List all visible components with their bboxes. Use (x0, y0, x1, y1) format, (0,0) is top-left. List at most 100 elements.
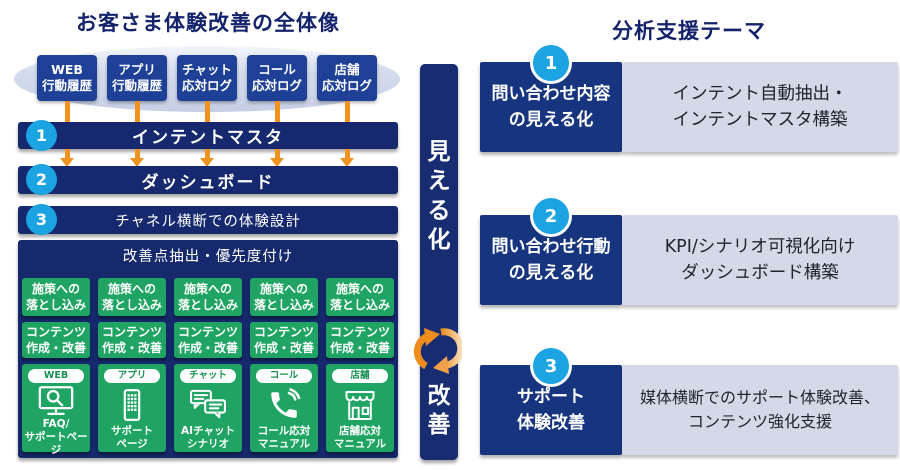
channel-caption: 店舗応対 マニュアル (334, 425, 386, 451)
down-arrow-icon (275, 101, 280, 122)
theme-description-1: インテント自動抽出・ インテントマスタ構築 (622, 62, 898, 152)
vertical-label-kaizen: 改善 (427, 383, 451, 439)
green-cell-label: 作成・改善 (25, 341, 86, 355)
channel-card-web: WEB FAQ/ サポートページ (22, 364, 90, 456)
down-arrow-icon (135, 101, 140, 122)
flow-bar-dashboard: ダッシュボード (18, 166, 398, 194)
theme-description-2: KPI/シナリオ可視化向け ダッシュボード構築 (622, 215, 898, 305)
green-cell-label: 落とし込み (25, 298, 86, 312)
green-cell-label: 施策への (107, 281, 156, 296)
source-box-web: WEB 行動履歴 (37, 55, 97, 101)
green-cell: コンテンツ 作成・改善 (326, 322, 394, 358)
source-box-label: コール (258, 61, 296, 77)
flow-bar-label: ダッシュボード (141, 172, 275, 193)
theme-heading-2: 問い合わせ行動 の見える化 (480, 215, 622, 305)
theme-heading-line: 体験改善 (517, 413, 585, 433)
down-arrow-icon (345, 149, 350, 159)
channel-caption-line: コール応対 (257, 425, 311, 437)
source-box-label: チャット (182, 61, 232, 77)
flow-bar-intent-master: インテントマスタ (18, 122, 398, 149)
channel-caption: AIチャット シナリオ (181, 425, 235, 451)
down-arrow-icon (340, 158, 354, 167)
green-cell-label: 施策への (183, 281, 232, 296)
down-arrow-icon (65, 149, 70, 159)
green-cell: コンテンツ 作成・改善 (174, 322, 242, 358)
down-arrow-icon (65, 101, 70, 122)
down-arrow-icon (200, 158, 214, 167)
green-cell-label: コンテンツ (329, 324, 390, 339)
green-cell: コンテンツ 作成・改善 (250, 322, 318, 358)
cycle-arrows-icon (412, 326, 462, 376)
theme-description-line: KPI/シナリオ可視化向け (664, 236, 856, 257)
channel-card-app: アプリ サポート ページ (98, 364, 166, 452)
down-arrow-icon (275, 149, 280, 159)
theme-description-line: インテント自動抽出・ (672, 83, 848, 104)
green-cell-label: コンテンツ (25, 324, 86, 339)
flow-bar-label: インテントマスタ (132, 128, 284, 148)
theme-description-line: ダッシュボード構築 (681, 263, 839, 283)
theme-description-line: 媒体横断でのサポート体験改善、 (639, 388, 880, 407)
channel-caption: コール応対 マニュアル (258, 425, 311, 451)
theme-number-badge: 1 (530, 42, 572, 84)
theme-description-line: コンテンツ強化支援 (687, 412, 832, 431)
source-box-chat: チャット 応対ログ (177, 55, 237, 101)
green-cell-label: 施策への (31, 281, 80, 296)
channel-caption-line: マニュアル (257, 438, 311, 451)
down-arrow-icon (345, 101, 350, 122)
source-box-label: 応対ログ (321, 78, 372, 93)
step-number-badge: 1 (26, 120, 57, 151)
vertical-label-mieruka: 見える化 (427, 139, 451, 254)
channel-tag: チャット (180, 369, 236, 383)
theme-description-line: インテントマスタ構築 (672, 110, 848, 130)
source-box-label: 行動履歴 (41, 78, 92, 93)
down-arrow-icon (205, 149, 210, 159)
source-box-label: 店舗 (334, 61, 360, 77)
source-box-store: 店舗 応対ログ (317, 55, 377, 101)
right-section-title: 分析支援テーマ (612, 19, 766, 43)
green-cell: コンテンツ 作成・改善 (22, 322, 90, 358)
down-arrow-icon (60, 158, 74, 167)
green-cell: 施策への 落とし込み (98, 278, 166, 316)
monitor-search-icon (37, 385, 75, 418)
green-cell-label: 施策への (259, 281, 308, 296)
green-cell: 施策への 落とし込み (326, 278, 394, 316)
step-number-badge: 2 (26, 164, 57, 195)
channel-tag: WEB (28, 369, 84, 383)
channel-tag: コール (256, 369, 312, 383)
channel-caption-line: AIチャット (181, 425, 235, 437)
channel-caption-line: マニュアル (333, 438, 387, 451)
green-cell-label: 落とし込み (253, 298, 314, 312)
theme-number-badge: 3 (530, 345, 572, 387)
green-cell-label: 落とし込み (101, 298, 162, 312)
theme-heading-line: 問い合わせ内容 (491, 83, 611, 104)
flow-bar-experience-design: チャネル横断での体験設計 (18, 206, 398, 234)
channel-caption: FAQ/ サポートページ (22, 418, 90, 457)
panel-header: 改善点抽出・優先度付け (18, 240, 398, 270)
theme-heading-line: の見える化 (508, 110, 594, 130)
green-cell-label: 施策への (335, 281, 384, 296)
channel-card-chat: チャット AIチャット シナリオ (174, 364, 242, 452)
green-cell: コンテンツ 作成・改善 (98, 322, 166, 358)
source-box-label: 応対ログ (251, 78, 302, 93)
source-box-call: コール 応対ログ (247, 55, 307, 101)
green-cell-label: コンテンツ (101, 324, 162, 339)
channel-tag: アプリ (104, 369, 160, 383)
green-cell: 施策への 落とし込み (250, 278, 318, 316)
channel-caption-line: ページ (116, 438, 148, 451)
channel-caption-line: 店舗応対 (339, 425, 381, 437)
vertical-flow-bar: 見える化 改善 (413, 64, 462, 460)
down-arrow-icon (205, 101, 210, 122)
green-cell-label: 作成・改善 (101, 341, 162, 355)
store-icon (342, 385, 378, 425)
green-cell-label: コンテンツ (177, 324, 238, 339)
down-arrow-icon (135, 149, 140, 159)
chat-bubbles-icon (189, 385, 227, 425)
left-section-title: お客さま体験改善の全体像 (76, 11, 340, 35)
green-cell: 施策への 落とし込み (174, 278, 242, 316)
source-box-label: アプリ (118, 61, 156, 77)
smartphone-icon (114, 385, 150, 425)
step-number-badge: 3 (26, 204, 57, 235)
theme-heading-line: 問い合わせ行動 (491, 236, 611, 257)
improvement-panel: 改善点抽出・優先度付け 施策への 落とし込み 施策への 落とし込み 施策への 落… (18, 240, 398, 458)
